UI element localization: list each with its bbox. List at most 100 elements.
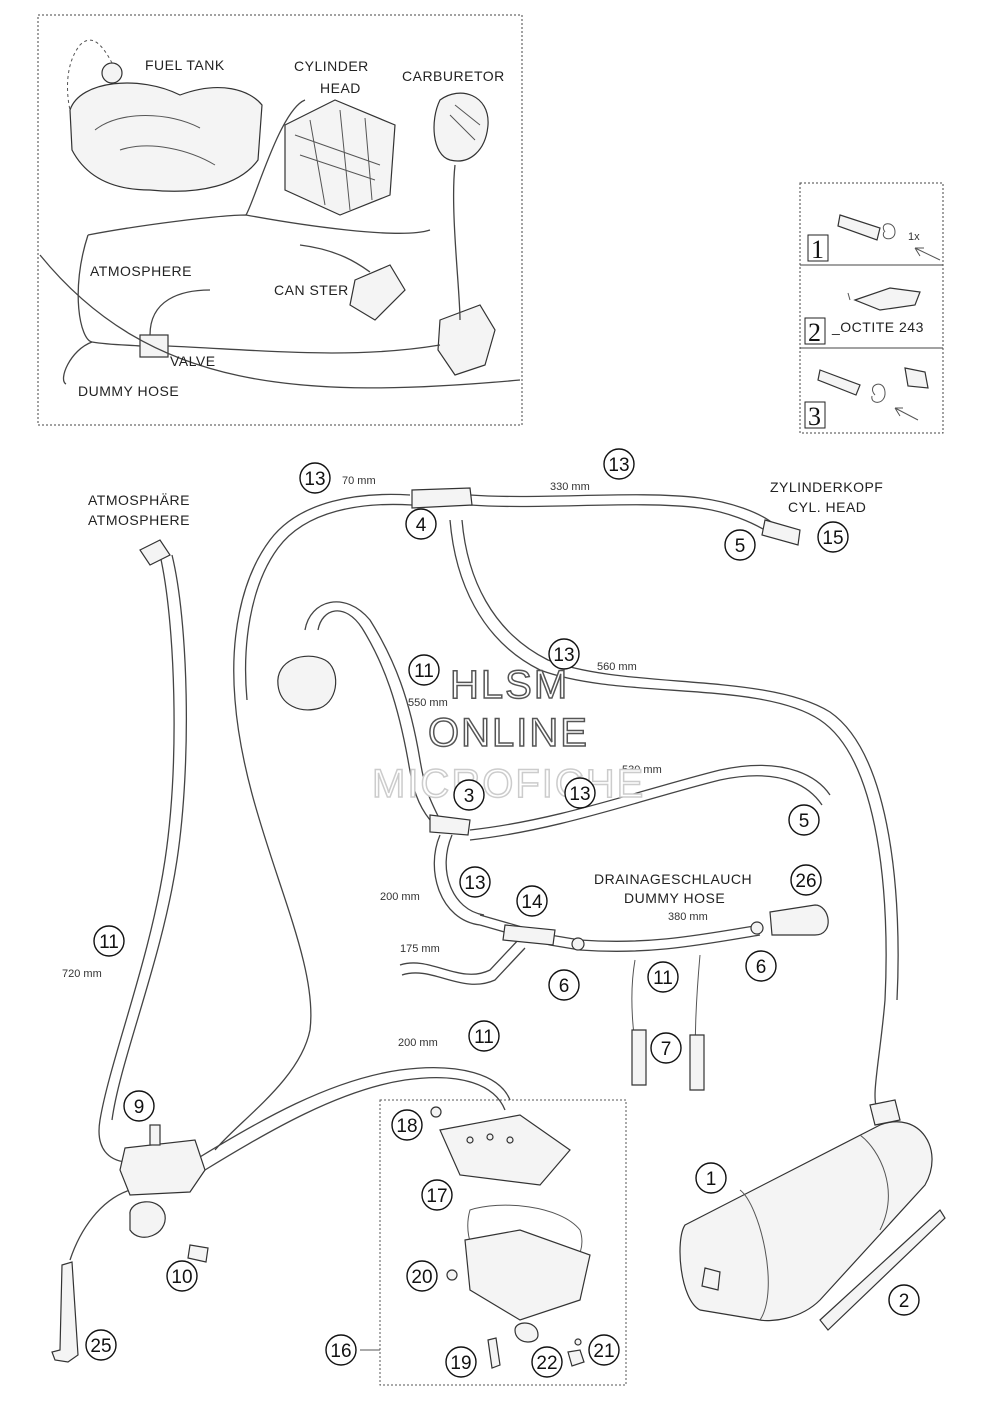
legend-number-3: 3 [808, 402, 821, 431]
callout-13: 13 [459, 866, 491, 898]
callout-16: 16 [325, 1334, 357, 1366]
nut-22 [514, 1322, 539, 1343]
callout-20: 20 [406, 1260, 438, 1292]
legend-box: 1 1x 2 _OCTITE 243 3 [799, 182, 944, 434]
svg-text:11: 11 [474, 1027, 494, 1048]
svg-text:13: 13 [608, 455, 629, 476]
svg-text:1: 1 [706, 1169, 717, 1190]
callout-11: 11 [468, 1020, 500, 1052]
screw-20 [446, 1269, 458, 1281]
svg-text:22: 22 [536, 1353, 557, 1374]
cyl-head-fitting [761, 519, 801, 546]
clamp-6b [750, 921, 764, 935]
carburetor-sketch [433, 92, 489, 162]
callout-1: 1 [695, 1162, 727, 1194]
svg-text:21: 21 [593, 1341, 614, 1362]
svg-text:16: 16 [330, 1341, 351, 1362]
svg-text:26: 26 [795, 871, 816, 892]
cylinder-head-sketch [284, 99, 396, 216]
label-atmosphere: ATMOSPHERE [88, 512, 190, 528]
legend-text-1x: 1x [908, 231, 920, 243]
svg-text:5: 5 [735, 536, 746, 557]
callout-13: 13 [548, 638, 580, 670]
clamp-arrow-icon-3 [871, 383, 886, 403]
drain-fitting-26 [769, 904, 829, 936]
svg-text:4: 4 [416, 515, 427, 536]
callout-7: 7 [650, 1032, 682, 1064]
callout-5: 5 [724, 529, 756, 561]
measure-550mm: 550 mm [408, 697, 448, 709]
fuel-tank-sketch [69, 82, 263, 192]
callout-13: 13 [603, 448, 635, 480]
svg-text:13: 13 [569, 784, 590, 805]
plug-7a [631, 1029, 647, 1086]
label-dummy-hose: DUMMY HOSE [624, 890, 725, 906]
inset-label-valve: VALVE [170, 353, 216, 369]
svg-text:13: 13 [553, 645, 574, 666]
screw-sketch-2 [853, 287, 921, 311]
legend-number-1: 1 [811, 235, 824, 264]
svg-text:7: 7 [661, 1039, 672, 1060]
canister-1 [679, 1121, 933, 1322]
t-piece-4 [411, 487, 473, 509]
strap-2 [819, 1209, 946, 1331]
valve-lower [129, 1201, 166, 1238]
cover-18 [439, 1114, 571, 1186]
fuel-cap-breather [277, 655, 337, 711]
callout-25: 25 [85, 1329, 117, 1361]
clamp-sketch-1 [837, 214, 881, 241]
svg-text:9: 9 [134, 1097, 145, 1118]
label-drainageschlauch: DRAINAGESCHLAUCH [594, 871, 752, 887]
svg-text:11: 11 [414, 661, 434, 682]
svg-text:15: 15 [822, 528, 843, 549]
inset-label-head: HEAD [320, 80, 361, 96]
watermark-online: ONLINE [428, 711, 589, 755]
callout-6: 6 [745, 950, 777, 982]
inset-label-carburetor: CARBURETOR [402, 68, 505, 84]
canister-port [869, 1099, 901, 1126]
routing-inset: FUEL TANK CYLINDER HEAD CARBURETOR ATMOS… [37, 14, 523, 426]
callout-19: 19 [445, 1346, 477, 1378]
valve-9 [119, 1139, 206, 1196]
watermark-microfiche: MICROFICHE [372, 762, 645, 806]
svg-text:2: 2 [899, 1291, 910, 1312]
measure-70mm: 70 mm [342, 475, 376, 487]
measure-720mm: 720 mm [62, 968, 102, 980]
screw-19 [487, 1337, 501, 1369]
callout-13: 13 [299, 462, 331, 494]
measure-200mm-b: 200 mm [398, 1037, 438, 1049]
svg-text:14: 14 [521, 892, 543, 913]
measure-560mm: 560 mm [597, 661, 637, 673]
inset-label-dummy-hose: DUMMY HOSE [78, 383, 179, 399]
watermark-hlsm: HLSM [450, 663, 569, 707]
atmosphere-fitting [139, 539, 171, 566]
svg-text:19: 19 [450, 1353, 471, 1374]
label-atmosphare: ATMOSPHÄRE [88, 492, 190, 508]
label-zylinderkopf: ZYLINDERKOPF [770, 479, 883, 495]
fuel-cap-sketch [101, 62, 123, 84]
svg-text:20: 20 [411, 1267, 432, 1288]
svg-text:13: 13 [304, 469, 325, 490]
text-labels: ATMOSPHÄRE ATMOSPHERE ZYLINDERKOPF CYL. … [88, 479, 883, 906]
callout-3: 3 [453, 779, 485, 811]
t-piece-3 [429, 814, 471, 836]
callout-5: 5 [788, 804, 820, 836]
svg-text:17: 17 [426, 1186, 447, 1207]
svg-text:11: 11 [99, 932, 119, 953]
t-piece-14 [502, 924, 556, 946]
legend-text-loctite: _OCTITE 243 [831, 319, 924, 335]
clip-10 [187, 1244, 209, 1263]
callout-11: 11 [93, 925, 125, 957]
callout-22: 22 [531, 1346, 563, 1378]
svg-text:10: 10 [171, 1267, 192, 1288]
clamp-6a [571, 937, 585, 951]
clamp-sketch-3b [904, 367, 929, 389]
callout-18: 18 [391, 1109, 423, 1141]
svg-text:11: 11 [653, 968, 673, 989]
callout-21: 21 [588, 1334, 620, 1366]
measure-530mm: 530 mm [622, 764, 662, 776]
inset-label-fuel-tank: FUEL TANK [145, 57, 225, 73]
svg-text:6: 6 [756, 957, 767, 978]
clamp-arrow-icon [882, 223, 896, 240]
parts [51, 487, 946, 1386]
